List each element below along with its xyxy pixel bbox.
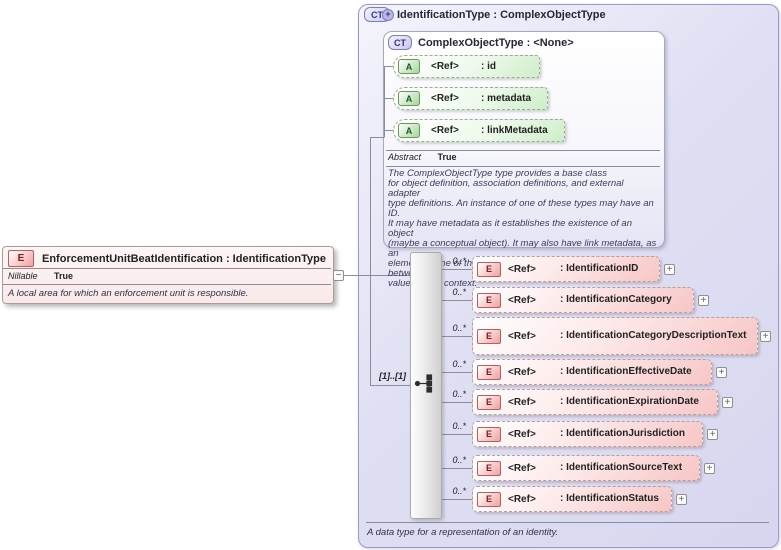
complex-type-global-icon: CT+ [364, 7, 394, 22]
attribute-name: : id [481, 61, 496, 72]
nillable-label: Nillable [8, 271, 38, 281]
attribute-ref: <Ref> [431, 93, 459, 104]
element-ref: <Ref> [508, 330, 536, 342]
element-name: : IdentificationJurisdiction [560, 428, 686, 439]
element-ref: <Ref> [508, 263, 536, 275]
element-ref: <Ref> [508, 366, 536, 378]
element-icon: E [8, 250, 34, 267]
nillable-value: True [54, 271, 74, 281]
attribute-metadata[interactable]: A <Ref> : metadata [393, 87, 548, 110]
attribute-icon: A [398, 59, 420, 74]
element-ref: <Ref> [508, 428, 536, 440]
abstract-value: True [437, 152, 457, 162]
element-name: : IdentificationEffectiveDate [560, 366, 692, 377]
element-identification-id[interactable]: E <Ref> : IdentificationID [472, 256, 660, 282]
cardinality-label: 0..* [452, 486, 466, 496]
cardinality-label: 0..* [452, 455, 466, 465]
expand-toggle[interactable]: + [698, 295, 709, 306]
element-icon: E [477, 261, 501, 277]
cardinality-label: 0..* [452, 389, 466, 399]
element-identification-jurisdiction[interactable]: E <Ref> : IdentificationJurisdiction [472, 421, 703, 447]
element-icon: E [477, 364, 501, 380]
identification-type-header: CT+ IdentificationType : ComplexObjectTy… [364, 7, 606, 22]
abstract-row: Abstract True [388, 152, 457, 162]
element-icon: E [477, 491, 501, 507]
element-name: : IdentificationCategoryDescriptionText [560, 330, 747, 341]
element-ref: <Ref> [508, 294, 536, 306]
element-identification-category-description-text[interactable]: E <Ref> : IdentificationCategoryDescript… [472, 317, 758, 355]
left-box-title-row: E EnforcementUnitBeatIdentification : Id… [8, 250, 326, 267]
abstract-label: Abstract [388, 152, 422, 162]
complex-type-icon: CT [388, 35, 412, 50]
collapse-toggle[interactable]: − [333, 270, 344, 281]
attribute-name: : linkMetadata [481, 125, 548, 136]
element-identification-status[interactable]: E <Ref> : IdentificationStatus [472, 486, 672, 512]
attribute-icon: A [398, 91, 420, 106]
attribute-ref: <Ref> [431, 125, 459, 136]
expand-toggle[interactable]: + [676, 494, 687, 505]
element-identification-category[interactable]: E <Ref> : IdentificationCategory [472, 287, 694, 313]
expand-toggle[interactable]: + [760, 331, 771, 342]
element-ref: <Ref> [508, 462, 536, 474]
cardinality-label: 0..* [452, 421, 466, 431]
expand-toggle[interactable]: + [707, 429, 718, 440]
type-annotation: A data type for a representation of an i… [367, 527, 559, 538]
element-name: : IdentificationSourceText [560, 462, 683, 473]
element-identification-source-text[interactable]: E <Ref> : IdentificationSourceText [472, 455, 700, 481]
expand-toggle[interactable]: + [716, 367, 727, 378]
element-identification-effective-date[interactable]: E <Ref> : IdentificationEffectiveDate [472, 359, 712, 385]
element-identification-expiration-date[interactable]: E <Ref> : IdentificationExpirationDate [472, 389, 718, 415]
expand-toggle[interactable]: + [722, 397, 733, 408]
element-name: : IdentificationStatus [560, 493, 659, 504]
expand-toggle[interactable]: + [664, 264, 675, 275]
element-icon: E [477, 394, 501, 410]
left-box-title: EnforcementUnitBeatIdentification : Iden… [42, 252, 326, 265]
cardinality-label: 0..* [452, 359, 466, 369]
element-icon: E [477, 328, 501, 344]
attribute-icon: A [398, 123, 420, 138]
expand-toggle[interactable]: + [704, 463, 715, 474]
element-icon: E [477, 460, 501, 476]
element-icon: E [477, 292, 501, 308]
element-name: : IdentificationCategory [560, 294, 672, 305]
element-name: : IdentificationExpirationDate [560, 396, 699, 407]
element-ref: <Ref> [508, 396, 536, 408]
base-type-title: ComplexObjectType : <None> [418, 36, 574, 49]
sequence-cardinality: [1]..[1] [379, 371, 406, 381]
nillable-row: Nillable True [8, 271, 73, 281]
attribute-ref: <Ref> [431, 61, 459, 72]
cardinality-label: 0..* [452, 287, 466, 297]
enforcement-unit-beat-identification-box[interactable] [2, 246, 334, 304]
element-ref: <Ref> [508, 493, 536, 505]
type-title: IdentificationType : ComplexObjectType [397, 8, 606, 21]
attribute-id[interactable]: A <Ref> : id [393, 55, 540, 78]
divider [3, 284, 331, 285]
attribute-name: : metadata [481, 93, 532, 104]
cardinality-label: 0..* [452, 256, 466, 266]
base-type-header: CT ComplexObjectType : <None> [388, 35, 574, 50]
attribute-link-metadata[interactable]: A <Ref> : linkMetadata [393, 119, 565, 142]
element-icon: E [477, 426, 501, 442]
divider [3, 268, 331, 269]
element-name: : IdentificationID [560, 263, 639, 274]
left-box-annotation: A local area for which an enforcement un… [8, 288, 249, 299]
cardinality-label: 0..* [452, 323, 466, 333]
plus-badge-icon: + [382, 9, 394, 21]
